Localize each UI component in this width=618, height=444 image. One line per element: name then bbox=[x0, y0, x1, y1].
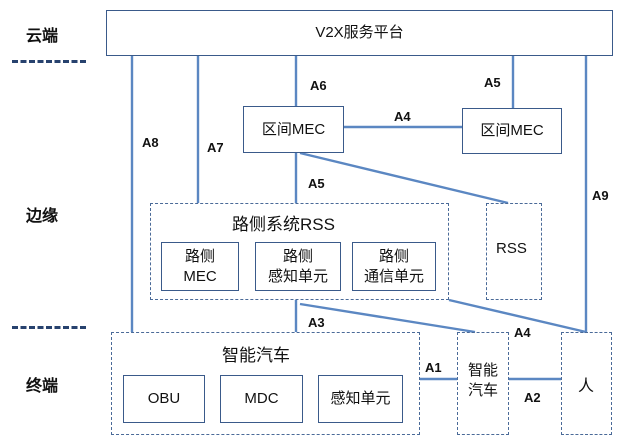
layer-label-terminal: 终端 bbox=[26, 378, 59, 395]
roadside-sensing-unit[interactable]: 路侧 感知单元 bbox=[255, 242, 341, 291]
interface-label-a6: A6 bbox=[310, 78, 327, 93]
roadside-mec[interactable]: 路侧 MEC bbox=[161, 242, 239, 291]
obu-unit[interactable]: OBU bbox=[123, 375, 205, 423]
vehicle-small-line1: 智能 bbox=[467, 362, 498, 379]
roadside-mec-line1: 路侧 bbox=[184, 247, 215, 265]
separator-edge-terminal bbox=[12, 326, 86, 329]
person-node[interactable] bbox=[561, 332, 612, 435]
link-a3-right bbox=[299, 302, 476, 334]
interface-label-a9: A9 bbox=[592, 188, 609, 203]
v2x-service-platform[interactable]: V2X服务平台 bbox=[106, 10, 613, 56]
separator-cloud-edge bbox=[12, 60, 86, 63]
interface-label-a5-mid: A5 bbox=[308, 176, 325, 191]
roadside-comm-unit[interactable]: 路侧 通信单元 bbox=[352, 242, 436, 291]
rss-standalone[interactable] bbox=[486, 203, 542, 300]
interface-label-a1: A1 bbox=[425, 360, 442, 375]
vehicle-small-line2: 汽车 bbox=[467, 382, 498, 399]
roadside-system-title: 路侧系统RSS bbox=[232, 215, 335, 234]
roadside-mec-line2: MEC bbox=[183, 267, 217, 285]
layer-label-cloud: 云端 bbox=[26, 28, 59, 45]
layer-label-edge: 边缘 bbox=[26, 208, 59, 225]
obu-label: OBU bbox=[147, 390, 181, 407]
vehicle-sensing-unit[interactable]: 感知单元 bbox=[318, 375, 403, 423]
mec-right-label: 区间MEC bbox=[480, 122, 544, 139]
mdc-unit[interactable]: MDC bbox=[220, 375, 303, 423]
roadside-comm-line1: 路侧 bbox=[378, 247, 409, 265]
mdc-label: MDC bbox=[244, 390, 279, 407]
intelligent-vehicle-small[interactable] bbox=[457, 332, 509, 435]
roadside-sensing-line1: 路侧 bbox=[282, 247, 313, 265]
vehicle-sensing-label: 感知单元 bbox=[330, 390, 391, 407]
platform-label: V2X服务平台 bbox=[315, 24, 404, 41]
interface-label-a3: A3 bbox=[308, 315, 325, 330]
mec-left-label: 区间MEC bbox=[261, 120, 326, 138]
interface-label-a4-bottom: A4 bbox=[514, 325, 531, 340]
roadside-sensing-line2: 感知单元 bbox=[267, 267, 328, 285]
rss-standalone-label: RSS bbox=[496, 240, 527, 257]
interface-label-a8: A8 bbox=[142, 135, 159, 150]
intelligent-vehicle-group[interactable] bbox=[111, 332, 420, 435]
zone-mec-left[interactable]: 区间MEC bbox=[243, 106, 344, 153]
link-rss-to-person bbox=[448, 298, 587, 334]
vehicle-small-text: 智能 汽车 bbox=[457, 361, 509, 401]
interface-label-a2: A2 bbox=[524, 390, 541, 405]
interface-label-a7: A7 bbox=[207, 140, 224, 155]
roadside-system-rss-group[interactable] bbox=[150, 203, 449, 300]
interface-label-a4-top: A4 bbox=[394, 109, 411, 124]
roadside-comm-line2: 通信单元 bbox=[363, 267, 424, 285]
zone-mec-right[interactable]: 区间MEC bbox=[462, 108, 562, 154]
person-label: 人 bbox=[578, 378, 595, 395]
interface-label-a5-top: A5 bbox=[484, 75, 501, 90]
link-mec-to-rss bbox=[299, 151, 509, 205]
intelligent-vehicle-title: 智能汽车 bbox=[222, 346, 290, 365]
